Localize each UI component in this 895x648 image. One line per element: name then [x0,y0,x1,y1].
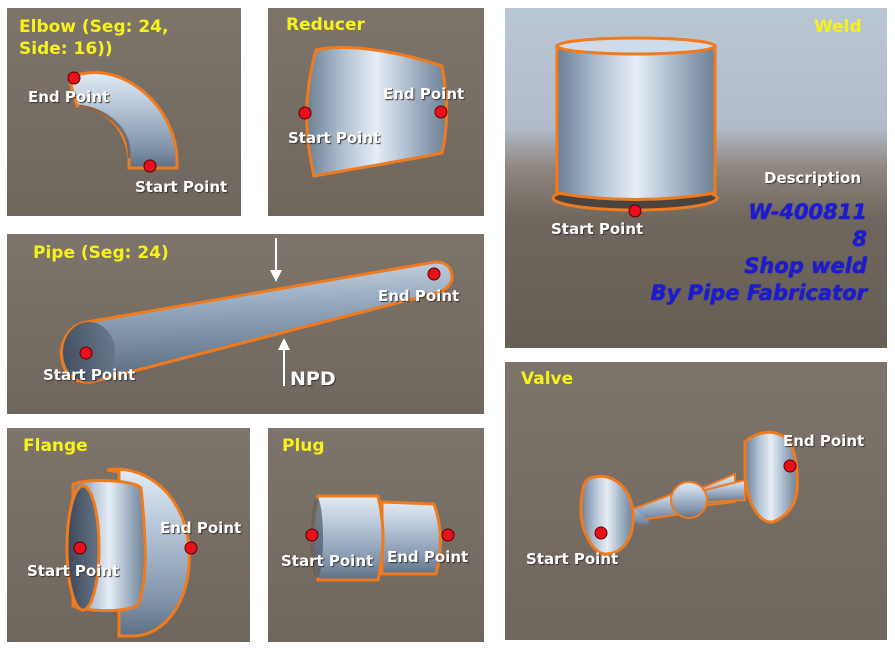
weld-description-line-1: W-400811 [748,200,867,224]
plug-shape [305,494,455,582]
elbow-start-point-marker [143,159,157,173]
weld-description-line-4: By Pipe Fabricator [650,281,867,305]
reducer-start-label: Start Point [288,129,381,147]
valve-title: Valve [521,369,574,389]
weld-title: Weld [814,17,862,37]
flange-shape [65,467,198,638]
reducer-end-point-marker [434,105,448,119]
elbow-end-label: End Point [28,88,110,106]
flange-start-label: Start Point [27,562,120,580]
flange-end-label: End Point [160,519,242,537]
plug-start-point-marker [305,528,319,542]
valve-shape [579,430,799,556]
elbow-end-point-marker [67,71,81,85]
plug-title: Plug [282,436,325,456]
pipe-start-label: Start Point [43,366,136,384]
valve-end-point-marker [783,459,797,473]
valve-start-label: Start Point [526,550,619,568]
weld-start-point-marker [628,204,642,218]
weld-description-text: W-400811 8 Shop weld By Pipe Fabricator [651,199,867,307]
pipe-npd-label: NPD [290,368,336,390]
reducer-panel: Reducer Start Point End Point [268,8,484,216]
pipe-title: Pipe (Seg: 24) [33,243,169,263]
weld-start-label: Start Point [551,220,644,238]
plug-end-label: End Point [387,548,469,566]
flange-start-point-marker [73,541,87,555]
flange-end-point-marker [184,541,198,555]
reducer-start-point-marker [298,106,312,120]
elbow-shape [67,71,179,173]
valve-end-label: End Point [783,432,865,450]
valve-start-point-marker [594,526,608,540]
plug-panel: Plug Start Point End Point [268,428,484,642]
elbow-start-label: Start Point [135,178,228,196]
reducer-title: Reducer [286,15,365,35]
elbow-panel: Elbow (Seg: 24, Side: 16)) End Point Sta… [7,8,241,216]
weld-panel: Weld Start Point Description W-400811 8 … [505,8,887,348]
elbow-title: Elbow (Seg: 24, Side: 16)) [19,17,169,59]
pipe-shape [59,238,454,386]
plug-end-point-marker [441,528,455,542]
reducer-shape [298,45,448,178]
flange-panel: Flange Start Point End Point [7,428,250,642]
weld-description-line-3: Shop weld [744,254,867,278]
weld-description-line-2: 8 [852,227,867,251]
pipe-end-point-marker [427,267,441,281]
pipe-panel: Pipe (Seg: 24) Start Point End Point NPD [7,234,484,414]
weld-shape [551,36,719,218]
flange-title: Flange [23,436,88,456]
valve-panel: Valve Start Point End Point [505,362,887,640]
weld-description-label: Description [764,169,862,187]
plug-start-label: Start Point [281,552,374,570]
pipe-start-point-marker [79,346,93,360]
reducer-end-label: End Point [383,85,465,103]
pipe-end-label: End Point [378,287,460,305]
